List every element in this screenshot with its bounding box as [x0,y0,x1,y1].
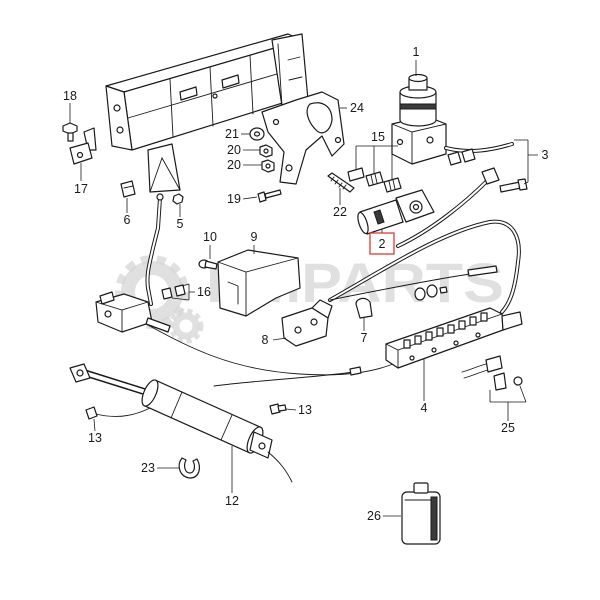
callout-label: 3 [542,148,549,162]
callout-label: 19 [227,192,241,206]
control-valve-block-4 [385,307,523,369]
bowden-cable-long [145,323,399,387]
highlight-box [369,232,395,255]
callout-label: 4 [421,401,428,415]
callout-label: 17 [74,182,88,196]
nut-20-upper [259,144,273,158]
callout-25: 25 [489,385,527,435]
callout-label: 13 [88,431,102,445]
cover-9 [217,249,301,317]
callout-label: 10 [203,230,217,244]
callout-9: 9 [251,230,258,254]
cable-bracket-left [95,291,171,333]
callout-label: 8 [262,333,269,347]
clip-6 [120,180,136,198]
callout-label: 20 [227,143,241,157]
bracket-24 [261,91,345,185]
callout-label: 9 [251,230,258,244]
callout-3: 3 [514,139,549,185]
callout-15: 15 [355,130,398,180]
fitting-13-lower [85,406,98,420]
cable-upper [329,265,498,301]
stud-22 [327,172,355,193]
fastener-5 [172,193,184,205]
callout-label: 1 [413,45,420,59]
callout-17: 17 [74,163,88,196]
frame-rail [105,33,309,193]
hose-assembly-3 [396,142,528,248]
callout-label: 22 [333,205,347,219]
callout-2-highlighted: 2 [369,229,395,255]
linkage-rod [145,193,164,306]
clips-16 [161,284,186,300]
clip-23 [178,457,200,479]
callout-label: 18 [63,89,77,103]
callout-label: 21 [225,127,239,141]
bolt-19 [257,189,282,203]
callout-label: 13 [298,403,312,417]
callout-26: 26 [367,509,401,523]
callout-label: 26 [367,509,381,523]
callout-13-lower: 13 [88,418,102,445]
bolt-10 [198,259,218,270]
valve-unit-2 [357,189,435,235]
callout-20-lower: 20 [227,158,262,172]
callout-label: 5 [177,217,184,231]
nuts-cable-end [414,284,448,301]
pump-motor-1 [391,73,447,165]
callout-5: 5 [177,204,184,231]
callout-4: 4 [421,359,428,415]
callouts: 1 24 18 17 21 20 20 15 [63,45,548,523]
callout-7: 7 [361,318,368,345]
fitting-13-upper [269,403,287,415]
callout-13-upper: 13 [285,403,312,417]
callout-10: 10 [203,230,217,259]
callout-label: 7 [361,331,368,345]
washer-21 [249,127,265,141]
callout-label: 25 [501,421,515,435]
callout-20-upper: 20 [227,143,260,157]
callout-label: 24 [350,101,364,115]
callout-label: 12 [225,494,239,508]
callout-6: 6 [124,198,131,227]
connector-25 [461,355,523,391]
fittings-15 [347,167,402,193]
hydraulic-cylinder-12 [69,363,273,459]
cable-loop [328,219,521,314]
callout-21: 21 [225,127,250,141]
callout-label: 2 [379,237,386,251]
callout-12: 12 [225,446,239,508]
gear-icon [168,308,204,344]
callout-24: 24 [340,101,364,115]
callout-8: 8 [262,333,287,347]
callout-label: 20 [227,158,241,172]
bracket-8 [281,299,333,347]
hydraulic-lines-cylinder [95,407,293,483]
callout-label: 15 [371,130,385,144]
screw-18 [62,122,78,142]
nut-20-lower [261,159,275,173]
clip-7 [355,297,373,319]
callout-23: 23 [141,461,179,475]
callout-22: 22 [333,188,347,219]
fluid-bottle-26 [401,482,441,545]
callout-label: 6 [124,213,131,227]
callout-label: 23 [141,461,155,475]
callout-19: 19 [227,192,258,206]
callout-16: 16 [171,283,211,301]
callout-1: 1 [413,45,420,76]
bracket-17 [69,127,97,165]
callout-18: 18 [63,89,77,123]
callout-label: 16 [197,285,211,299]
